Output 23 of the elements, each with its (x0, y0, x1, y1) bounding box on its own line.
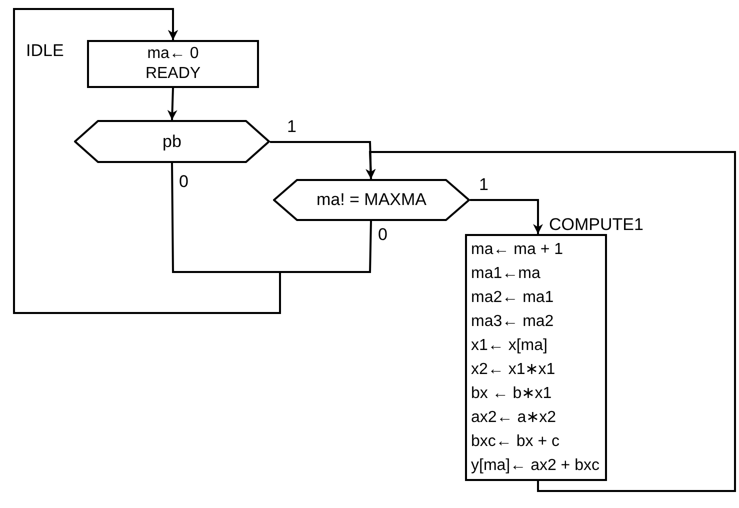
assignment-text: ma← ma + 1 (471, 240, 564, 260)
assignment-text: ma1←ma (471, 264, 540, 284)
assignment-text: bxc← bx + c (471, 432, 560, 452)
assignment-text: ax2← a∗x2 (471, 408, 556, 428)
assignment-text: ma3← ma2 (471, 312, 554, 332)
decision-hexagon (74, 120, 270, 163)
arrow (270, 141, 376, 180)
decision-hexagon (273, 179, 470, 221)
condition-text: pb (162, 132, 182, 152)
assignment-text: ma← 0 (147, 44, 199, 64)
assignment-text: y[ma]← ax2 + bxc (471, 456, 600, 476)
assignment-text: ma2← ma1 (471, 288, 554, 308)
state-name: COMPUTE1 (549, 216, 644, 234)
arrow (366, 151, 736, 492)
assignment-text: READY (145, 64, 201, 84)
arrow (13, 8, 372, 314)
arrow (470, 199, 543, 234)
condition-text: ma! = MAXMA (316, 190, 427, 210)
assignment-text: x2← x1∗x1 (471, 360, 556, 380)
assignment-text: x1← x[ma] (471, 336, 548, 356)
arrow (167, 88, 178, 120)
assignment-text: bx ← b∗x1 (471, 384, 552, 404)
state-name: IDLE (26, 42, 64, 60)
